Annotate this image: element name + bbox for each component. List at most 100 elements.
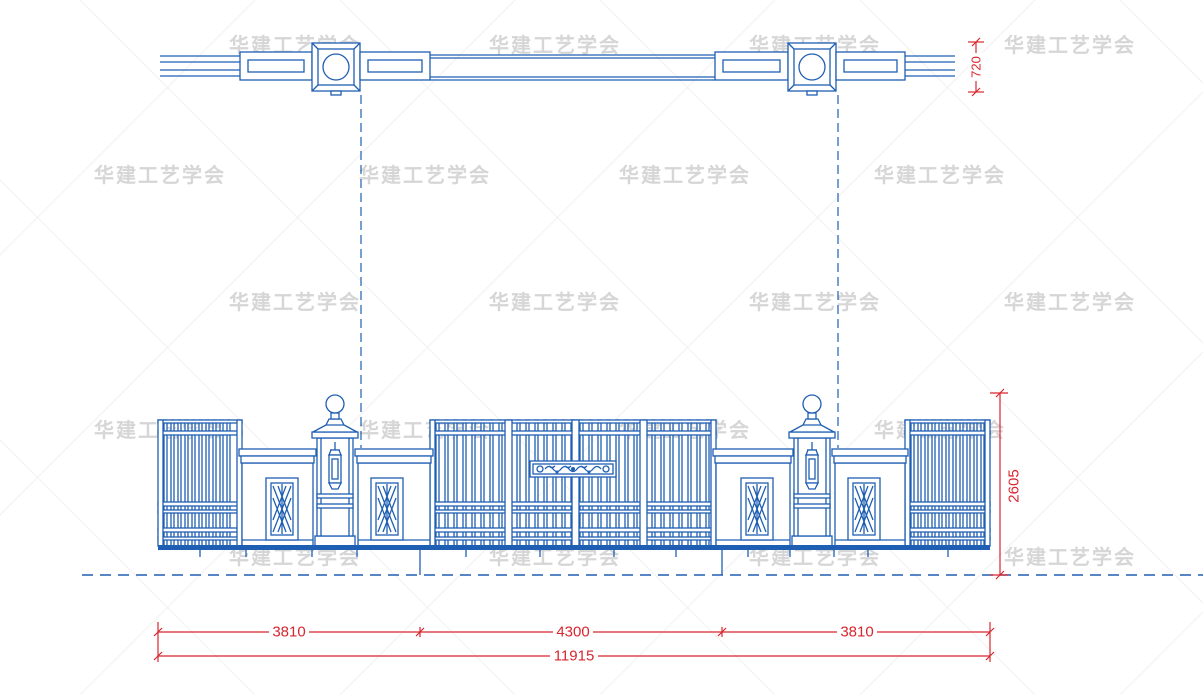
fence-bar — [205, 419, 210, 547]
fence-bar — [516, 419, 521, 547]
finial-neck — [807, 412, 817, 420]
fence-bar — [480, 419, 485, 547]
lamp-glass — [331, 458, 339, 480]
fence-bar — [498, 419, 503, 547]
fence-lower-rail — [157, 527, 243, 533]
panel-lattice — [272, 484, 292, 534]
fence-bars — [163, 419, 231, 547]
watermark-text: 华建工艺学会 — [874, 163, 1006, 187]
fence-bar — [170, 419, 175, 547]
plan-pier-inner — [793, 48, 831, 86]
fence-bar — [633, 419, 638, 547]
pier-cap-band — [311, 431, 359, 439]
plan-pier-right — [787, 42, 837, 96]
fence-bottom-rail — [904, 536, 991, 541]
watermark-diagonal-line — [79, 0, 776, 695]
plan-wall-left-outer — [239, 51, 313, 81]
dimension-tick — [985, 627, 995, 637]
plan-pier-bevel — [353, 84, 361, 92]
left-gate-pier — [311, 394, 359, 547]
plan-lamp-bracket — [806, 90, 818, 96]
plan-finial-circle — [322, 53, 350, 81]
fence-bar — [980, 419, 985, 547]
watermark-text: 华建工艺学会 — [619, 163, 751, 187]
wall-coping — [238, 448, 317, 457]
ornament-dot — [571, 467, 575, 471]
dimension-tick — [153, 627, 163, 637]
plaque-ornament — [536, 465, 610, 474]
plan-pier-bevel — [353, 42, 361, 50]
dimensions: 720 2605 3810 4300 381 — [153, 37, 1023, 665]
overall-dimension: 11915 — [153, 648, 995, 665]
fence-bar — [525, 419, 530, 547]
plan-pier-bevel — [787, 42, 795, 50]
fence-bar — [552, 419, 557, 547]
dimension-tick — [971, 87, 981, 97]
fence-bar — [924, 419, 929, 547]
plan-view — [160, 42, 955, 96]
plan-finial-circle — [798, 53, 826, 81]
dimension-tick — [971, 37, 981, 47]
fence-bar — [212, 419, 217, 547]
dimension-tick — [153, 651, 163, 661]
watermark-text: 华建工艺学会 — [94, 163, 226, 187]
fence-bar — [651, 419, 656, 547]
pier-band — [793, 503, 831, 509]
plan-wall-inner — [722, 59, 781, 73]
fence-bar — [444, 419, 449, 547]
center-span-label: 4300 — [556, 624, 589, 641]
plan-wall-left-inner — [359, 51, 431, 81]
right-span-label: 3810 — [840, 624, 873, 641]
fence-middle-rail — [904, 501, 991, 507]
fence-bar — [959, 419, 964, 547]
central-gate — [429, 419, 717, 547]
plan-wall-right-outer — [835, 51, 906, 81]
fence-bars — [435, 419, 710, 547]
fence-bar — [615, 419, 620, 547]
watermark-diagonal-line — [859, 0, 1203, 344]
fence-bar — [226, 419, 231, 547]
wall-coping-band — [833, 455, 907, 464]
wall-lamp — [327, 442, 343, 490]
fence-bar — [191, 419, 196, 547]
watermark-text: 华建工艺学会 — [749, 290, 881, 314]
watermark-diagonal-line — [0, 439, 256, 695]
watermark-text: 华建工艺学会 — [1004, 545, 1136, 569]
watermark-diagonal-line — [599, 91, 1203, 695]
right-gate-pier — [788, 394, 836, 547]
panel-lattice — [377, 484, 397, 534]
fence-bar — [534, 419, 539, 547]
fence-bar — [163, 419, 168, 547]
ornament-curl — [548, 465, 588, 469]
fence-post — [236, 419, 243, 547]
pier-base — [314, 535, 356, 547]
decorative-panel-4 — [847, 477, 881, 541]
plan-wall-inner — [247, 59, 305, 73]
finial-ball — [325, 394, 345, 414]
fence-lower-rail — [904, 527, 991, 533]
elevation-height-label: 2605 — [1006, 469, 1023, 502]
plan-pier-bevel — [829, 42, 837, 50]
ornament-circle — [536, 465, 544, 473]
fence-post — [157, 419, 164, 547]
lamp-top — [805, 449, 819, 456]
pier-base — [791, 535, 833, 547]
panel-lattice — [854, 484, 874, 534]
left-span-label: 3810 — [272, 624, 305, 641]
fence-bar — [588, 419, 593, 547]
gate-stile — [504, 419, 513, 547]
plan-fence-lines — [160, 54, 955, 81]
plan-pier-inner — [317, 48, 355, 86]
fence-bar — [938, 419, 943, 547]
dimension-tick — [415, 627, 425, 637]
fence-bar — [696, 419, 701, 547]
decorative-panel-2 — [370, 477, 404, 541]
wall-coping-band — [240, 455, 315, 464]
footing-ticks — [199, 550, 949, 575]
plan-pier-bevel — [311, 84, 319, 92]
fence-middle-rail — [157, 501, 243, 507]
fence-bar — [184, 419, 189, 547]
fence-bar — [597, 419, 602, 547]
elevation-height-dimension: 2605 — [990, 388, 1023, 580]
